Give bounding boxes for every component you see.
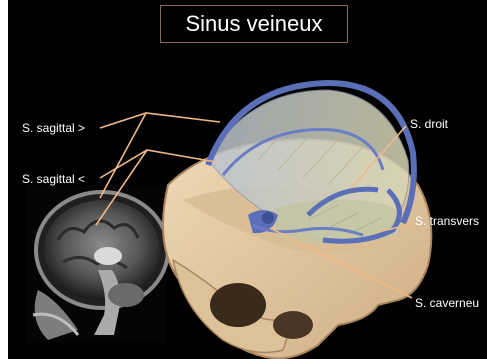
pointer-sagittal-sup xyxy=(100,113,220,128)
label-sagittal-superieur: S. sagittal > xyxy=(22,121,85,135)
label-sinus-caverneux: S. caverneu xyxy=(415,296,479,310)
sagittal-mri-image xyxy=(26,185,168,343)
slide-title: Sinus veineux xyxy=(186,11,323,37)
skull-dural-sinus-illustration xyxy=(163,83,431,358)
label-sinus-transvers: S. transvers xyxy=(415,214,479,228)
label-sagittal-inferieur: S. sagittal < xyxy=(22,172,85,186)
title-box: Sinus veineux xyxy=(160,5,348,43)
slide: Sinus veineux S. sagittal > S. sagittal … xyxy=(8,0,487,359)
label-sinus-droit: S. droit xyxy=(410,117,448,131)
